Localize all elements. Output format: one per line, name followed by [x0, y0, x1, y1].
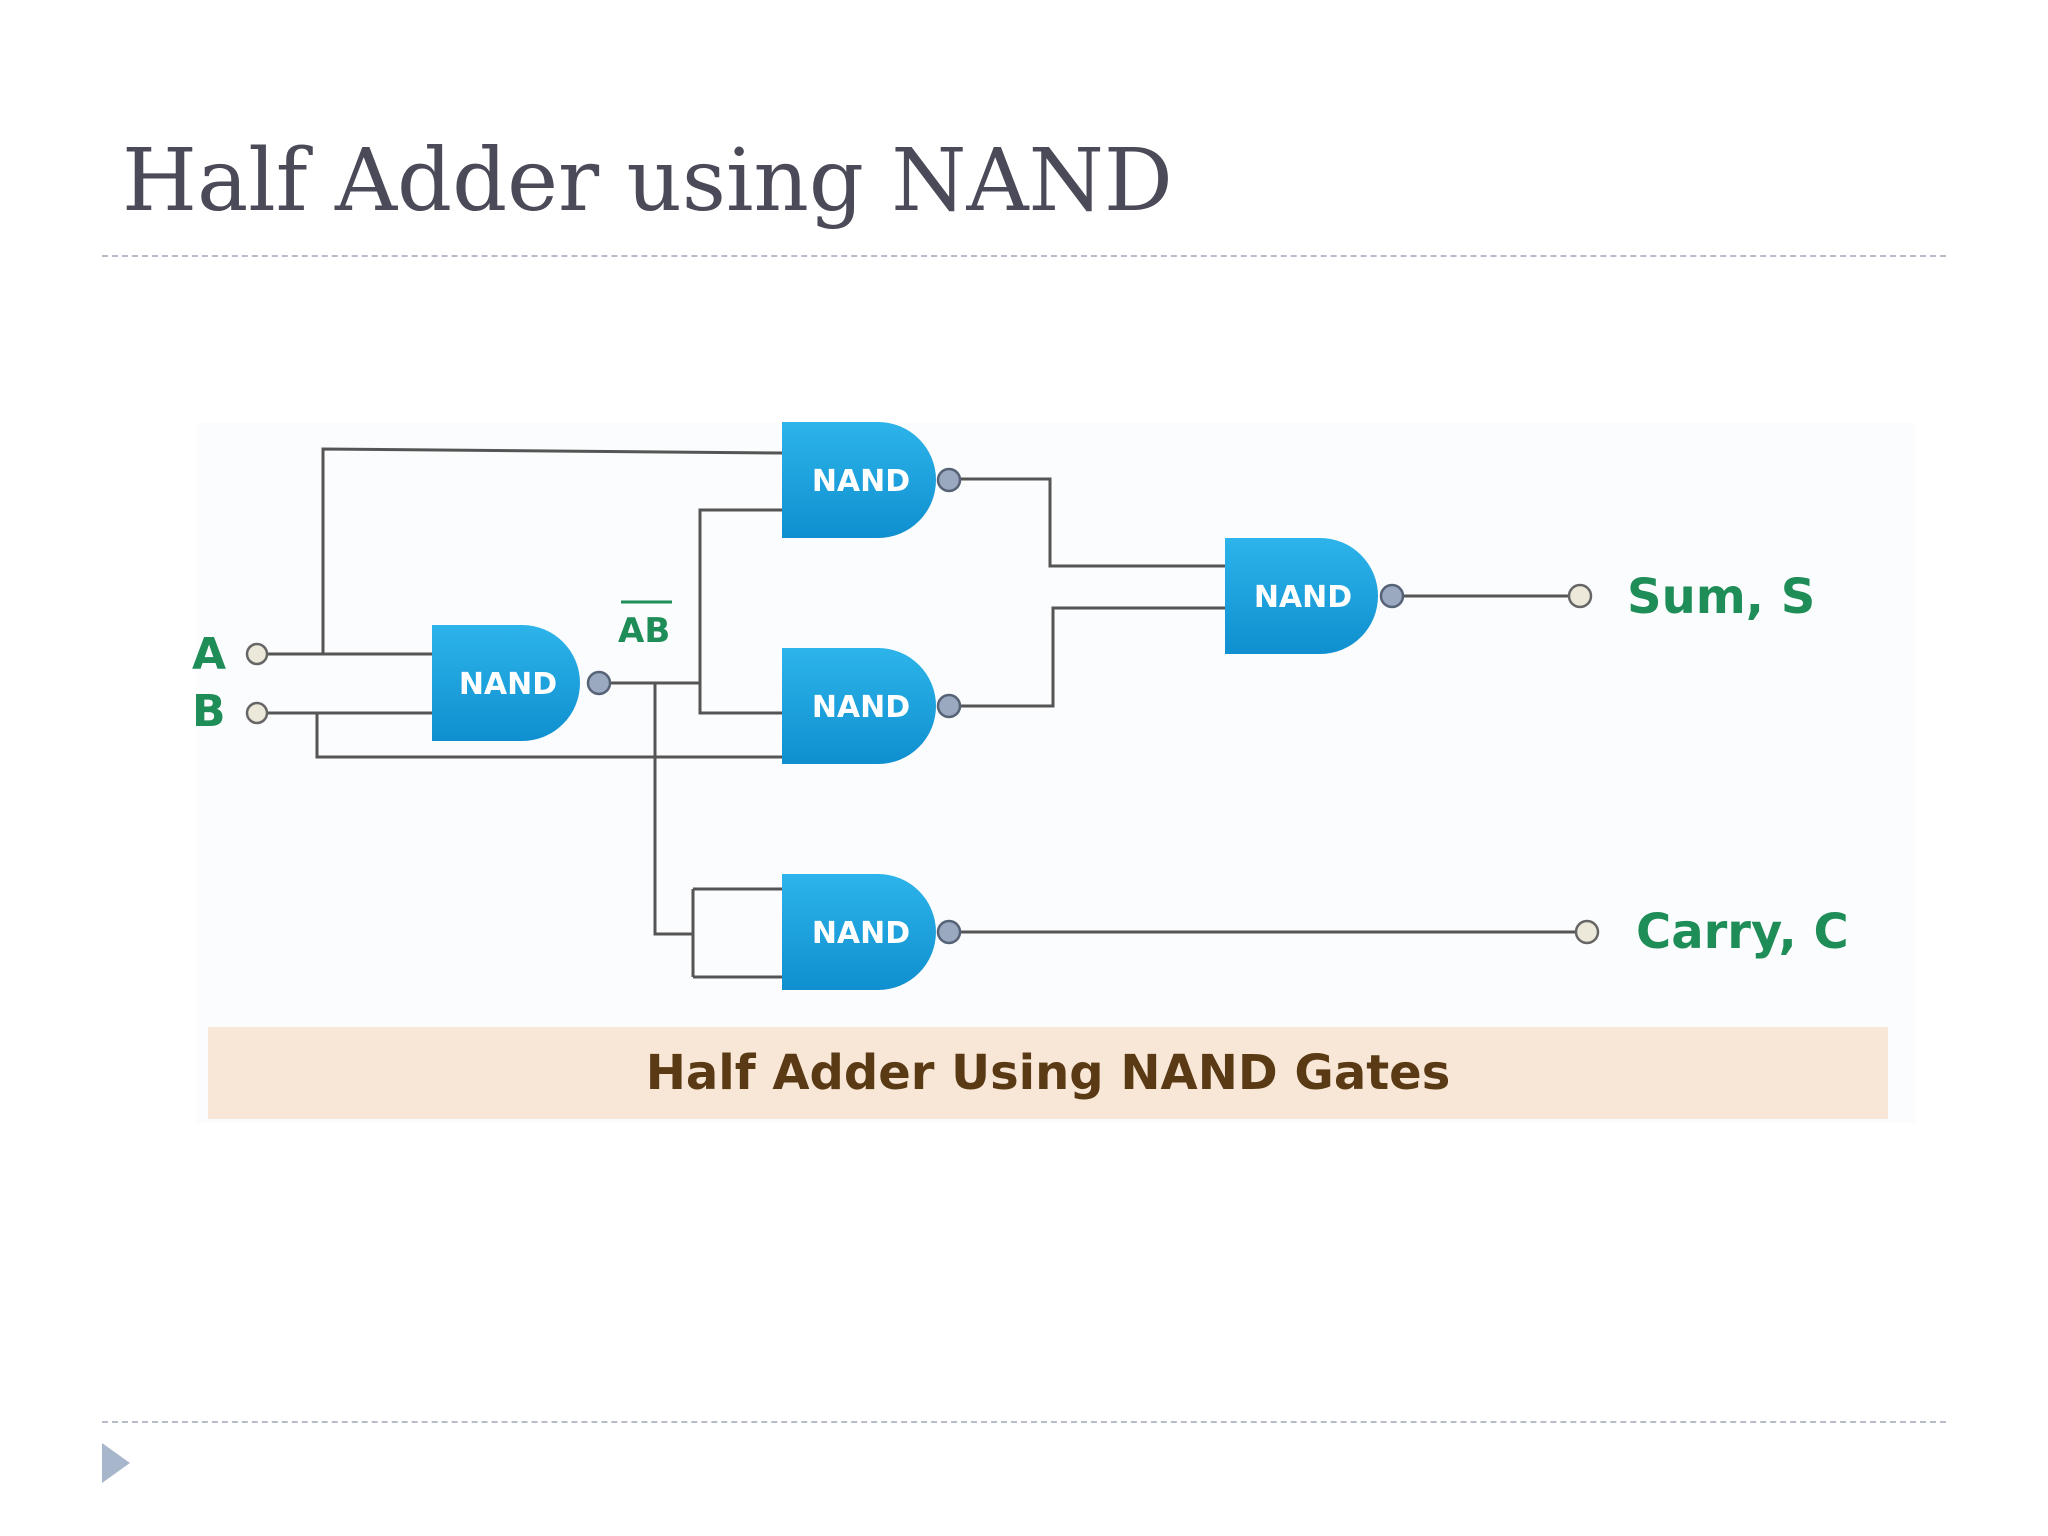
wire-ab-to-nand2	[698, 508, 782, 683]
nand-gate-1: NAND	[432, 625, 612, 741]
inverter-bubble	[936, 919, 962, 945]
wires	[264, 447, 1577, 979]
gate-label: NAND	[812, 690, 910, 725]
input-b-terminal	[245, 701, 269, 725]
input-a-terminal	[245, 642, 269, 666]
gate-label: NAND	[459, 667, 557, 702]
wire-a-to-nand2	[321, 447, 783, 654]
sum-label: Sum, S	[1627, 569, 1815, 625]
carry-label: Carry, C	[1636, 904, 1849, 960]
gate-label: NAND	[812, 464, 910, 499]
diagram-panel	[196, 423, 1916, 1123]
wire-ab-to-nand5	[653, 683, 693, 936]
inverter-bubble	[936, 693, 962, 719]
wire-ab-to-nand3	[698, 683, 782, 715]
wire-b-to-nand3	[315, 713, 782, 759]
next-slide-arrow-icon	[102, 1443, 130, 1483]
nand-gate-5: NAND	[782, 874, 962, 990]
title-divider	[102, 255, 1946, 257]
sum-terminal	[1567, 583, 1593, 609]
gate-label: NAND	[1254, 580, 1352, 615]
nand-gate-3: NAND	[782, 648, 962, 764]
carry-terminal	[1574, 919, 1600, 945]
slide-title: Half Adder using NAND	[122, 131, 1173, 231]
wire-nand2-to-nand4	[958, 477, 1225, 568]
inverter-bubble	[1379, 583, 1405, 609]
input-b-label: B	[192, 686, 226, 737]
half-adder-figure: NAND NAND NAND NAND NAND A B	[160, 415, 2020, 1125]
caption-band	[208, 1027, 1888, 1119]
nand-gate-4: NAND	[1225, 538, 1405, 654]
gate-label: NAND	[812, 916, 910, 951]
figure-caption: Half Adder Using NAND Gates	[646, 1045, 1451, 1101]
inverter-bubble	[936, 467, 962, 493]
nand-gate-2: NAND	[782, 422, 962, 538]
footer-divider	[102, 1421, 1946, 1423]
ab-bar-label: AB	[618, 611, 670, 651]
input-a-label: A	[192, 629, 226, 680]
inverter-bubble	[586, 670, 612, 696]
wire-nand3-to-nand4	[958, 606, 1225, 708]
